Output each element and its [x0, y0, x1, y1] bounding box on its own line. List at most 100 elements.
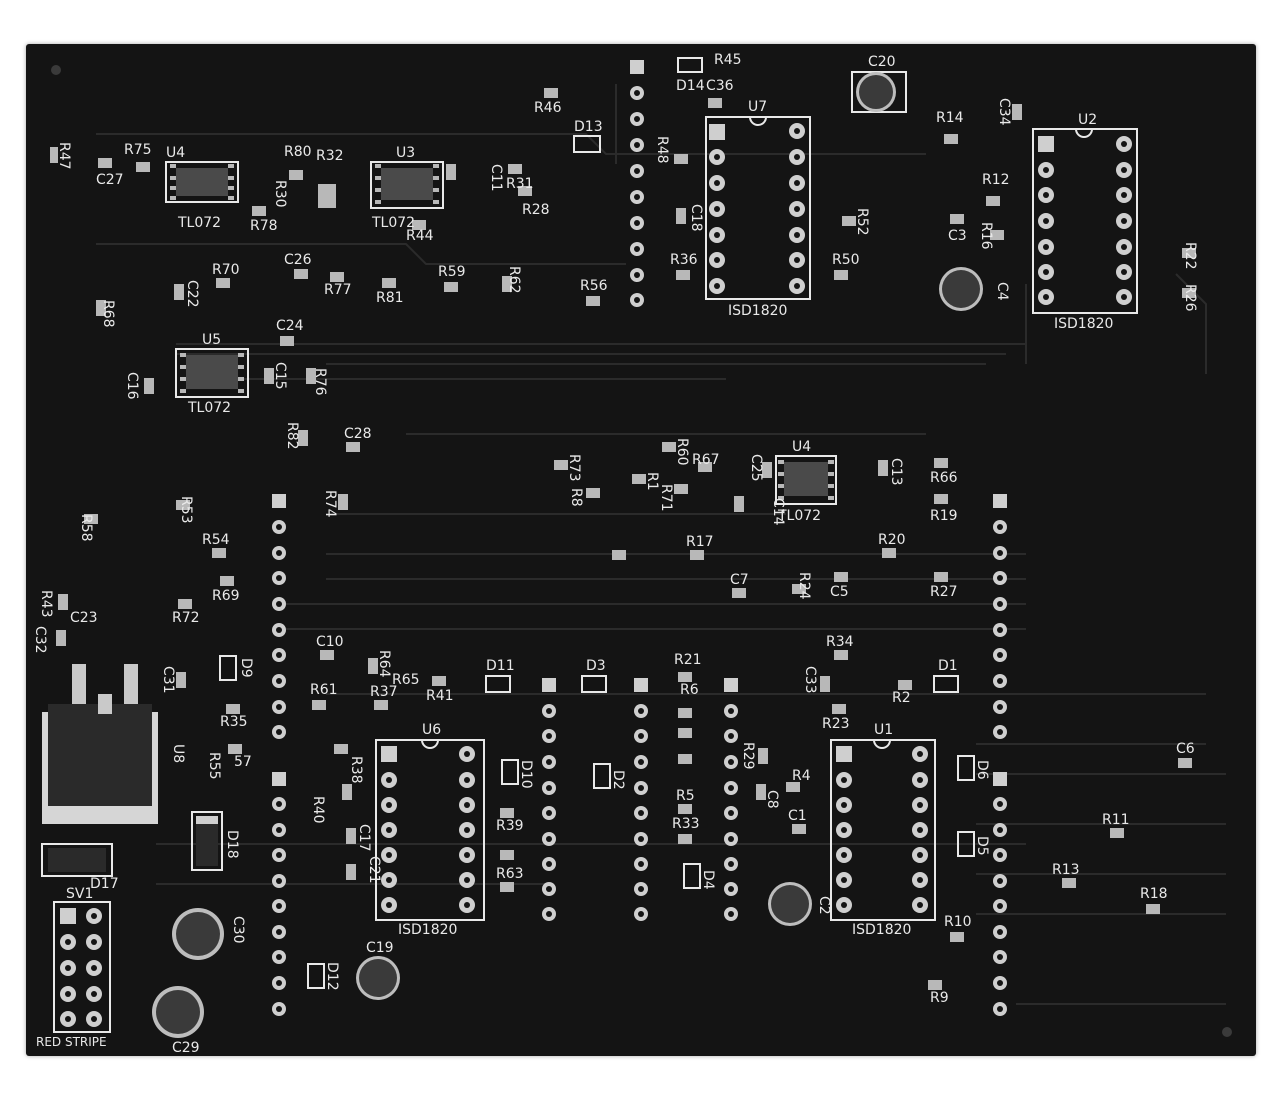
label-r46: R46: [534, 100, 562, 116]
label-u4-top-part: TL072: [177, 215, 221, 231]
ic-u7: [705, 116, 811, 300]
label-r44: R44: [406, 228, 434, 244]
label-c25: C25: [748, 454, 764, 482]
label-c19: C19: [366, 940, 394, 956]
label-r36: R36: [670, 252, 698, 268]
capacitor-c2: [768, 882, 812, 926]
label-r5: R5: [676, 788, 695, 804]
label-u3-part: TL072: [371, 215, 415, 231]
label-r40: R40: [310, 796, 326, 824]
pin-header-top: [630, 60, 644, 307]
label-r27: R27: [930, 584, 958, 600]
label-d18: D18: [224, 830, 240, 859]
capacitor-c20: [851, 71, 907, 113]
ic-u2: [1032, 128, 1138, 314]
label-r35: R35: [220, 714, 248, 730]
label-c11: C11: [488, 164, 504, 192]
smd-diodes: [219, 57, 975, 989]
label-u1-part: ISD1820: [852, 922, 911, 938]
label-c36: C36: [706, 78, 734, 94]
pcb-artwork: U4 TL072 U3 TL072 U5 TL072 U4 TL072 U7 I…: [32, 52, 1232, 1056]
label-c1: C1: [788, 808, 807, 824]
mounting-hole: [1222, 1027, 1232, 1037]
label-c21: C21: [366, 856, 382, 884]
label-r8: R8: [568, 488, 584, 507]
label-r30: R30: [272, 180, 288, 208]
pcb-board: U4 TL072 U3 TL072 U5 TL072 U4 TL072 U7 I…: [26, 44, 1256, 1056]
label-r56: R56: [580, 278, 608, 294]
label-r18: R18: [1140, 886, 1168, 902]
capacitor-c29: [152, 986, 204, 1038]
label-c6: C6: [1176, 741, 1195, 757]
label-c24: C24: [276, 318, 304, 334]
label-d10: D10: [518, 760, 534, 789]
smd-passives: [50, 88, 1196, 990]
label-r58: R58: [78, 514, 94, 542]
label-r38: R38: [348, 756, 364, 784]
ic-u5: [175, 348, 249, 398]
label-c30: C30: [230, 916, 246, 944]
label-c15: C15: [272, 362, 288, 390]
label-u4-mid: U4: [792, 439, 811, 455]
label-r78: R78: [250, 218, 278, 234]
label-r12: R12: [982, 172, 1010, 188]
label-r48: R48: [654, 136, 670, 164]
label-u6-part: ISD1820: [398, 922, 457, 938]
ic-u6: [375, 739, 485, 921]
label-r22: R22: [1182, 242, 1198, 270]
label-r2: R2: [892, 690, 911, 706]
ic-u1: [830, 739, 936, 921]
label-r80: R80: [284, 144, 312, 160]
capacitor-c19: [356, 956, 400, 1000]
label-r53: R53: [178, 496, 194, 524]
label-r45: R45: [714, 52, 742, 68]
pin-header-right: [993, 494, 1007, 1016]
label-r16: R16: [978, 222, 994, 250]
label-r17: R17: [686, 534, 714, 550]
label-u5: U5: [202, 332, 221, 348]
label-r69: R69: [212, 588, 240, 604]
label-r33: R33: [672, 816, 700, 832]
label-c33: C33: [802, 666, 818, 694]
label-r26: R26: [1182, 284, 1198, 312]
pin-header-mid-b: [634, 678, 648, 921]
label-r39: R39: [496, 818, 524, 834]
label-d1: D1: [938, 658, 958, 674]
label-c27: C27: [96, 172, 124, 188]
label-c2: C2: [816, 896, 832, 915]
label-c18: C18: [688, 204, 704, 232]
label-d4: D4: [700, 870, 716, 890]
label-d12: D12: [324, 962, 340, 991]
label-c20: C20: [868, 54, 896, 70]
label-r47: R47: [56, 142, 72, 170]
label-sv1: SV1: [66, 886, 93, 902]
diode-d17: [41, 843, 113, 877]
label-c14: C14: [770, 498, 786, 526]
label-d2: D2: [610, 770, 626, 790]
label-r75: R75: [124, 142, 152, 158]
label-r19: R19: [930, 508, 958, 524]
label-r73: R73: [566, 454, 582, 482]
label-r11: R11: [1102, 812, 1130, 828]
label-c26: C26: [284, 252, 312, 268]
label-r67: R67: [692, 452, 720, 468]
label-u8: U8: [170, 744, 186, 763]
label-r63: R63: [496, 866, 524, 882]
label-c29: C29: [172, 1040, 200, 1056]
label-d17: D17: [90, 876, 119, 892]
label-d5: D5: [974, 836, 990, 856]
label-d3: D3: [586, 658, 606, 674]
label-c4: C4: [994, 282, 1010, 301]
label-r21: R21: [674, 652, 702, 668]
label-d9: D9: [238, 658, 254, 678]
label-r4: R4: [792, 768, 811, 784]
label-c17: C17: [356, 824, 372, 852]
label-c23: C23: [70, 610, 98, 626]
ic-u4-top: [165, 161, 239, 203]
label-r65: R65: [392, 672, 420, 688]
label-c32: C32: [32, 626, 48, 654]
label-r34: R34: [826, 634, 854, 650]
label-r71: R71: [658, 484, 674, 512]
label-red-stripe: RED STRIPE: [36, 1035, 107, 1049]
ic-u4-mid: [775, 455, 837, 505]
